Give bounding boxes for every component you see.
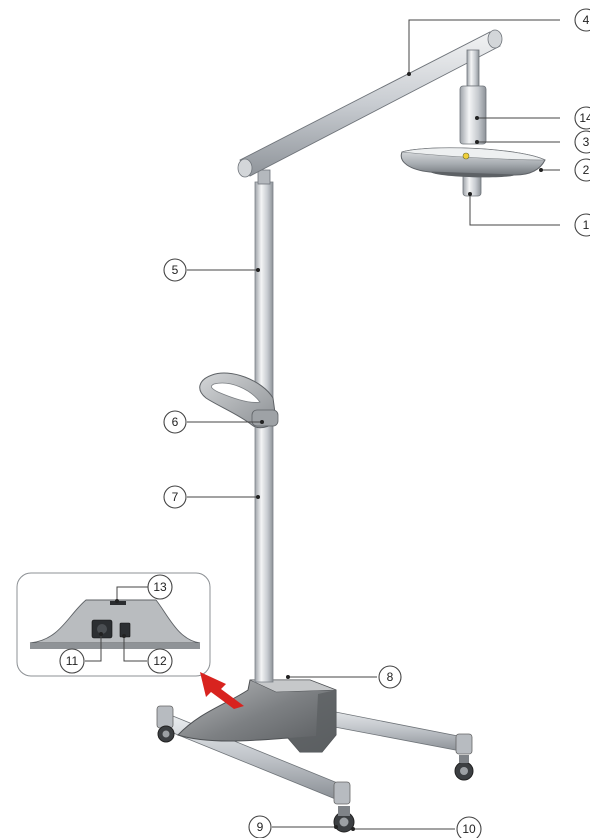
callout-5: 5 xyxy=(163,258,187,282)
callout-11: 11 xyxy=(59,648,85,674)
callout-14: 14 xyxy=(574,106,590,130)
callout-7-label: 7 xyxy=(172,490,179,504)
lamp-head-column xyxy=(459,49,487,197)
callout-1-label: 1 xyxy=(583,218,590,232)
callout-12-label: 12 xyxy=(153,654,167,668)
vertical-pole xyxy=(254,169,274,683)
callout-6: 6 xyxy=(163,410,187,434)
callout-3: 3 xyxy=(574,130,590,154)
callout-7: 7 xyxy=(163,485,187,509)
lamp-illustration xyxy=(16,29,546,833)
horizontal-arm xyxy=(237,29,503,178)
callout-10: 10 xyxy=(456,816,482,838)
lamp-base xyxy=(177,679,337,753)
callout-1: 1 xyxy=(574,213,590,237)
callout-4: 4 xyxy=(574,8,590,32)
callout-2: 2 xyxy=(574,158,590,182)
callout-8: 8 xyxy=(378,665,402,689)
callout-9: 9 xyxy=(248,815,272,838)
callout-13-label: 13 xyxy=(153,580,167,594)
red-arrow xyxy=(200,672,244,709)
callout-12: 12 xyxy=(147,648,173,674)
callout-13: 13 xyxy=(147,574,173,600)
callout-2-label: 2 xyxy=(583,163,590,177)
callout-8-label: 8 xyxy=(387,670,394,684)
callout-3-label: 3 xyxy=(583,135,590,149)
callout-11-label: 11 xyxy=(66,654,79,668)
callout-lines xyxy=(85,19,560,831)
callout-10-label: 10 xyxy=(462,822,476,836)
callout-6-label: 6 xyxy=(172,415,179,429)
inset-detail-box xyxy=(16,572,211,677)
callout-5-label: 5 xyxy=(172,263,179,277)
lamp-head xyxy=(400,147,546,178)
callout-14-label: 14 xyxy=(579,111,590,125)
callout-4-label: 4 xyxy=(583,13,590,27)
callout-9-label: 9 xyxy=(257,820,264,834)
caster-wheel xyxy=(157,725,474,833)
